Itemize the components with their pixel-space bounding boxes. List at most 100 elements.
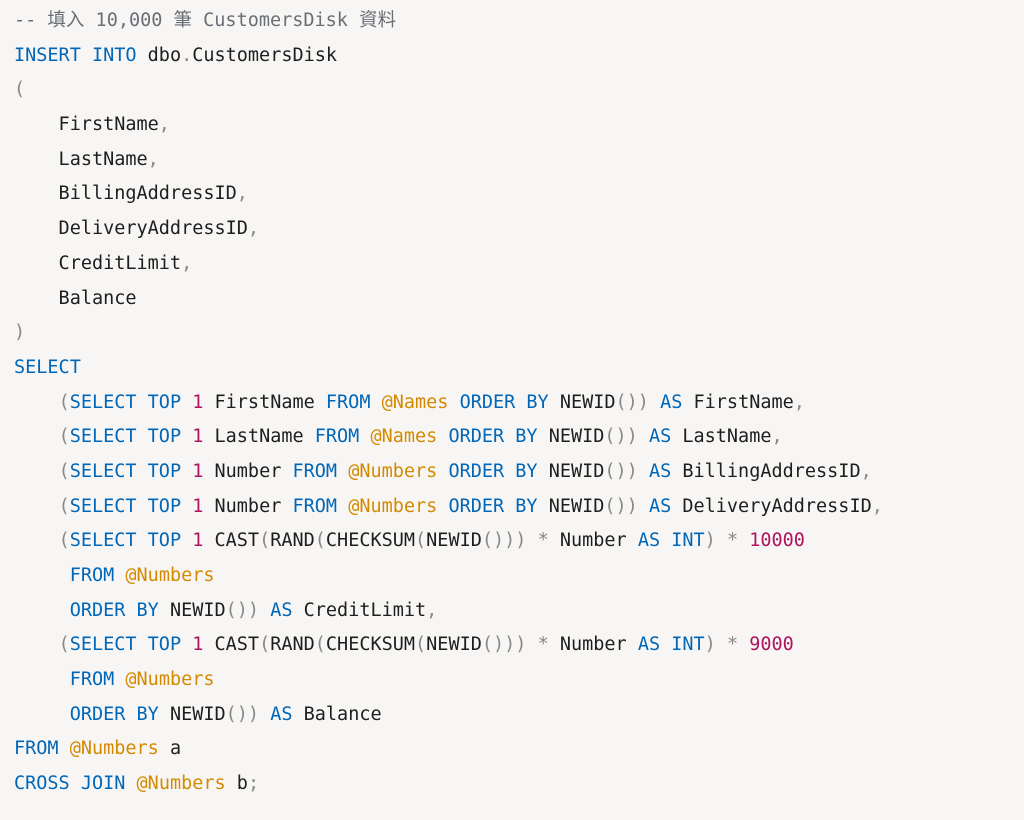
sql-keyword: BY	[515, 495, 538, 517]
sql-punctuation: ())	[225, 599, 260, 621]
sql-identifier: DeliveryAddressID	[671, 495, 872, 517]
sql-identifier	[81, 45, 92, 66]
sql-keyword: AS	[648, 495, 672, 517]
sql-punctuation: ,	[860, 460, 872, 482]
sql-identifier: Number	[548, 634, 638, 656]
sql-punctuation: *	[537, 634, 549, 656]
code-line: FROM @Numbers	[14, 559, 1024, 594]
sql-identifier	[181, 634, 192, 655]
sql-identifier	[137, 392, 148, 413]
sql-number: 1	[192, 391, 204, 413]
sql-keyword: AS	[648, 426, 672, 448]
sql-number: 1	[192, 495, 204, 517]
code-line: CROSS JOIN @Numbers b;	[14, 767, 1024, 802]
sql-number: 9000	[749, 634, 794, 656]
sql-identifier: CHECKSUM	[325, 530, 416, 552]
sql-keyword: AS	[270, 703, 293, 725]
sql-variable: @Numbers	[125, 669, 215, 691]
sql-punctuation: (	[259, 530, 271, 552]
sql-keyword: SELECT	[69, 391, 137, 413]
sql-identifier: NEWID	[426, 634, 482, 656]
sql-keyword: BY	[515, 460, 538, 482]
sql-keyword: FROM	[325, 391, 371, 413]
sql-keyword: BY	[136, 703, 159, 725]
sql-identifier	[504, 461, 515, 482]
sql-identifier: FirstName	[203, 391, 326, 413]
sql-identifier	[738, 530, 749, 551]
sql-punctuation: (	[415, 634, 427, 656]
sql-identifier	[437, 461, 448, 482]
sql-comment: -- 填入 10,000 筆 CustomersDisk 資料	[14, 10, 397, 31]
sql-keyword: SELECT	[69, 530, 137, 552]
sql-identifier: CreditLimit	[292, 599, 427, 621]
sql-punctuation: ,	[426, 599, 438, 621]
sql-identifier	[638, 461, 649, 482]
sql-identifier	[638, 426, 649, 447]
code-line: (SELECT TOP 1 CAST(RAND(CHECKSUM(NEWID()…	[14, 524, 1024, 559]
sql-identifier	[660, 634, 671, 655]
sql-identifier	[504, 426, 515, 447]
sql-keyword: ORDER	[448, 460, 505, 482]
code-line: )	[14, 316, 1024, 351]
sql-punctuation: ())	[604, 495, 638, 517]
sql-punctuation: ,	[771, 426, 783, 448]
sql-punctuation: ())	[615, 391, 649, 413]
sql-identifier: NEWID	[537, 460, 605, 482]
sql-keyword: TOP	[147, 634, 182, 656]
sql-punctuation: ,	[158, 114, 170, 136]
sql-punctuation: )	[14, 322, 26, 344]
sql-punctuation: ()))	[481, 530, 527, 552]
sql-identifier	[137, 426, 148, 447]
sql-punctuation: (	[314, 530, 326, 552]
sql-identifier	[181, 426, 192, 447]
sql-keyword: ORDER	[69, 703, 126, 725]
sql-punctuation: ())	[604, 426, 638, 448]
sql-punctuation: *	[726, 530, 739, 552]
sql-keyword: BY	[526, 391, 549, 413]
sql-identifier: NEWID	[426, 530, 482, 552]
sql-identifier: CustomersDisk	[192, 44, 338, 66]
sql-keyword: TOP	[147, 495, 182, 517]
sql-punctuation: ,	[871, 495, 883, 517]
sql-identifier	[359, 426, 370, 447]
sql-identifier: CreditLimit	[14, 252, 182, 274]
sql-identifier	[14, 600, 70, 621]
sql-identifier: Number	[203, 460, 293, 482]
sql-punctuation: (	[58, 460, 70, 482]
sql-identifier	[526, 634, 537, 655]
code-line: LastName,	[14, 143, 1024, 178]
sql-number: 1	[192, 460, 204, 482]
sql-keyword: SELECT	[69, 495, 137, 517]
code-line: Balance	[14, 282, 1024, 317]
sql-identifier	[716, 634, 727, 655]
sql-keyword: INSERT	[14, 44, 81, 66]
code-line: (SELECT TOP 1 Number FROM @Numbers ORDER…	[14, 455, 1024, 490]
sql-variable: @Numbers	[125, 565, 215, 586]
sql-identifier	[181, 496, 192, 517]
sql-punctuation: ()))	[481, 634, 527, 656]
sql-identifier	[137, 461, 148, 482]
sql-identifier	[515, 392, 526, 413]
sql-identifier: LastName	[671, 426, 772, 448]
sql-identifier	[181, 530, 192, 551]
sql-identifier	[259, 704, 270, 725]
sql-punctuation: ,	[247, 218, 260, 240]
code-line: -- 填入 10,000 筆 CustomersDisk 資料	[14, 4, 1024, 39]
sql-punctuation: )	[704, 530, 716, 552]
sql-identifier: BillingAddressID	[14, 183, 237, 205]
sql-variable: @Numbers	[69, 738, 159, 760]
sql-keyword: INT	[671, 530, 705, 552]
code-line: FROM @Numbers a	[14, 732, 1024, 767]
sql-punctuation: (	[58, 495, 70, 517]
sql-keyword: TOP	[147, 426, 182, 448]
sql-identifier: NEWID	[548, 391, 616, 413]
sql-identifier: NEWID	[537, 495, 605, 517]
sql-identifier	[59, 738, 70, 759]
sql-identifier	[137, 530, 148, 551]
sql-keyword: FROM	[314, 426, 360, 448]
sql-variable: @Numbers	[348, 460, 438, 482]
sql-identifier	[125, 704, 136, 725]
sql-identifier	[14, 634, 59, 655]
sql-identifier: dbo	[136, 44, 182, 66]
sql-identifier: LastName	[14, 148, 148, 170]
